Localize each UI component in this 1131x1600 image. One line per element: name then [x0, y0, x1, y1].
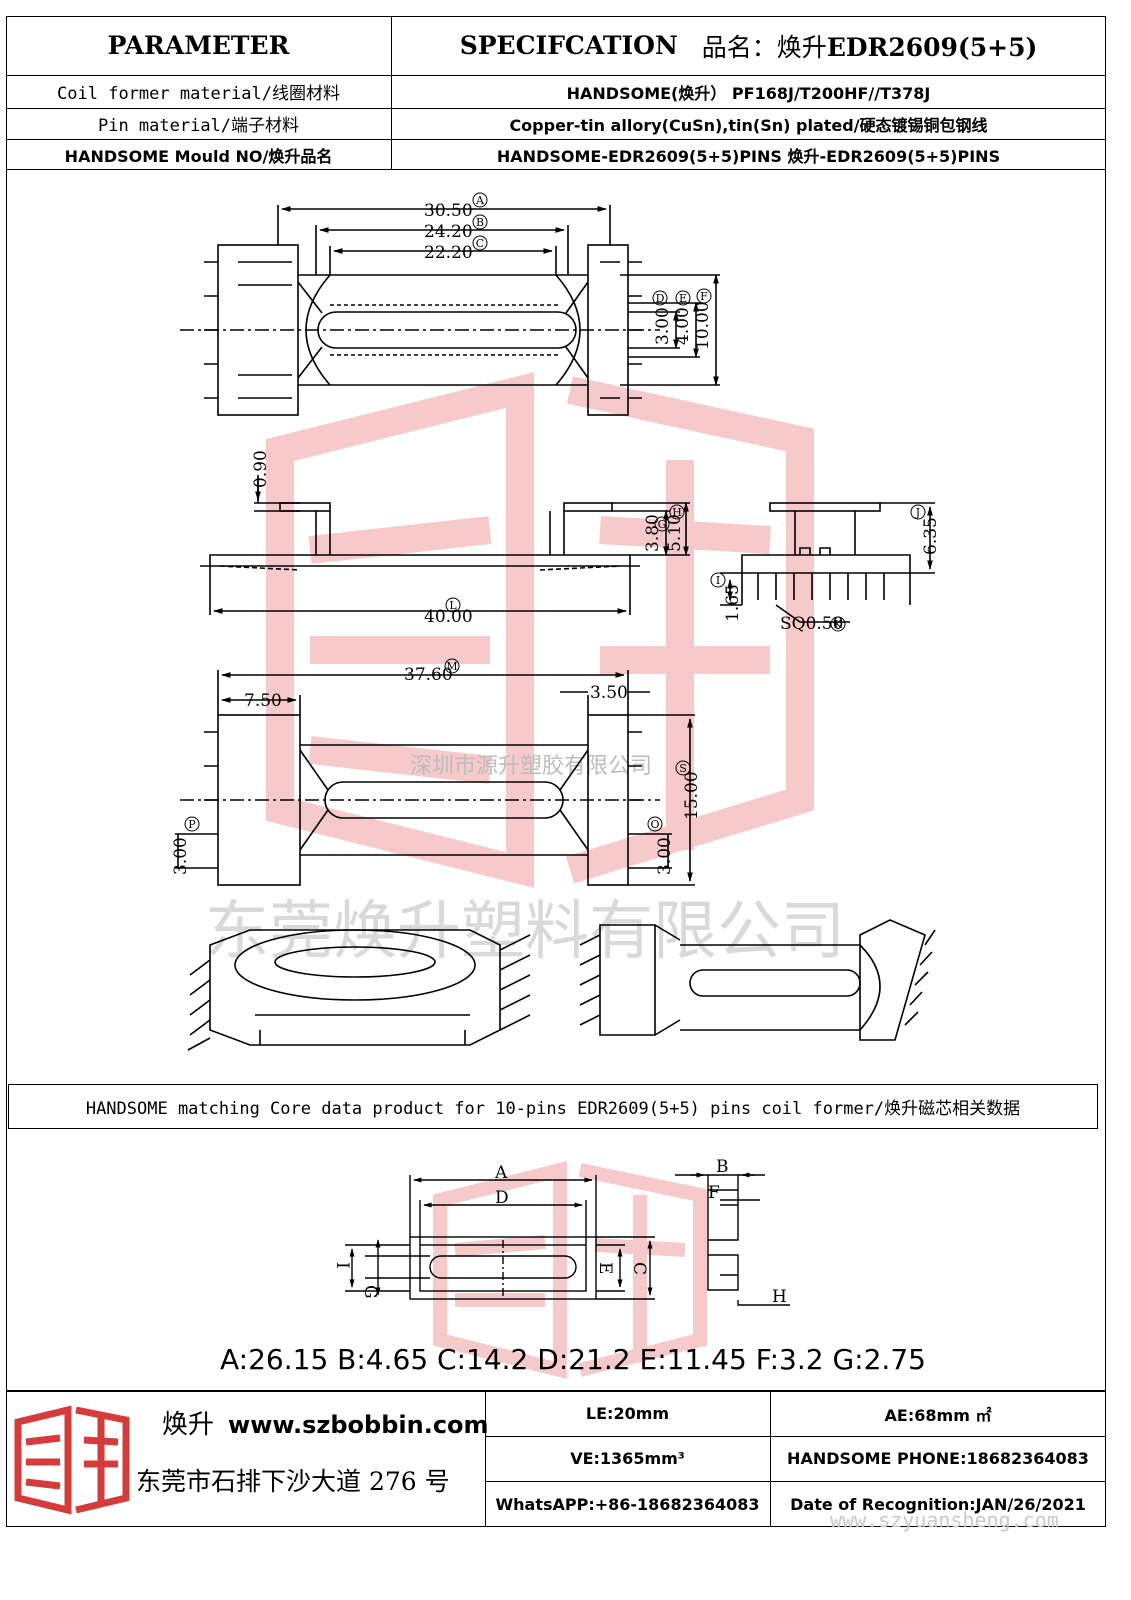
circle-b-label: B [476, 216, 484, 229]
dim-p-value: 3.00 [171, 837, 191, 875]
dim-sq-value: SQ0.50 [780, 614, 843, 634]
dim-s-value: 15.00 [682, 771, 702, 820]
divider [6, 108, 1106, 109]
dim-l-value: 40.00 [424, 607, 473, 627]
dim-a-value: 30.50 [424, 201, 473, 221]
watermark-logo [266, 372, 814, 888]
circle-e-label: E [679, 292, 687, 305]
circle-h-label: H [672, 506, 682, 519]
core-data-title: HANDSOME matching Core data product for … [85, 1099, 1021, 1119]
core-letter-d: D [495, 1188, 509, 1208]
dim-b-value: 24.20 [424, 222, 473, 242]
core-letter-c: C [629, 1262, 649, 1275]
core-values: A:26.15 B:4.65 C:14.2 D:21.2 E:11.45 F:3… [220, 1343, 926, 1376]
circle-d-label: D [656, 292, 665, 305]
dim-h-value: 5.10 [665, 514, 685, 552]
specification-heading: SPECIFCATION 品名：焕升EDR2609(5+5) [391, 16, 1106, 75]
product-name-value: EDR2609(5+5) [826, 32, 1038, 62]
dim-left-width-value: 7.50 [244, 691, 282, 711]
circle-o-label: O [650, 818, 659, 831]
core-letter-b: B [716, 1157, 729, 1177]
dim-f-value: 10.00 [693, 301, 713, 350]
divider [485, 1391, 486, 1527]
date-value: Date of Recognition:JAN/26/2021 [790, 1494, 1086, 1514]
footer-brand: 焕升 www.szbobbin.com [162, 1404, 489, 1441]
circle-i-label: I [716, 574, 720, 587]
phone-value: HANDSOME PHONE:18682364083 [787, 1449, 1089, 1468]
mould-no-label: HANDSOME Mould NO/焕升品名 [64, 146, 333, 166]
circle-c-label: C [476, 237, 484, 250]
divider [485, 1481, 1106, 1482]
circle-l-label: L [449, 599, 457, 612]
dim-o-value: 3.00 [655, 837, 675, 875]
circle-a-label: A [475, 194, 485, 207]
core-drawing: A D B F C E I G H [332, 1157, 790, 1307]
divider [485, 1436, 1106, 1437]
core-letter-g: G [360, 1285, 380, 1299]
dim-flange-value: 0.90 [251, 450, 271, 488]
core-data-title-box [8, 1084, 1098, 1129]
parameter-heading: PARAMETER [107, 31, 290, 60]
dim-right-width-value: 3.50 [590, 683, 628, 703]
dim-e-value: 4.00 [673, 307, 693, 345]
watermark-url: www.szyuansheng.com [830, 1508, 1059, 1532]
circle-f-label: F [700, 290, 708, 303]
divider [770, 1391, 771, 1527]
core-letter-e: E [595, 1262, 615, 1274]
footer-address: 东莞市石排下沙大道 276 号 [136, 1467, 450, 1496]
product-name-label: 品名：焕升 [701, 32, 827, 62]
circle-p-label: P [188, 818, 196, 831]
ve-value: VE:1365mm³ [570, 1449, 685, 1468]
footer-table [6, 1391, 1106, 1527]
circle-k-label: K [834, 618, 843, 631]
coil-material-label: Coil former material/线圈材料 [57, 84, 340, 104]
whatsapp-value: WhatsAPP:+86-18682364083 [495, 1494, 760, 1514]
brand-name: 焕升 [162, 1410, 215, 1440]
coil-material-value: HANDSOME(焕升） PF168J/T200HF//T378J [566, 83, 931, 103]
dim-pin-i-value: 1.65 [723, 584, 743, 622]
website-link[interactable]: www.szbobbin.com [228, 1411, 489, 1439]
ae-value: AE:68mm ㎡ [884, 1405, 992, 1425]
dim-g-value: 3.80 [643, 514, 663, 552]
core-letter-a: A [494, 1163, 508, 1183]
core-letter-h: H [772, 1287, 787, 1307]
company-logo [14, 1405, 130, 1515]
divider [6, 139, 1106, 140]
circle-j-label: J [915, 506, 920, 519]
watermark-company-small: 深圳市源升塑胶有限公司 [410, 754, 653, 779]
circle-s-label: S [679, 762, 687, 775]
core-letter-f: F [708, 1183, 720, 1203]
spec-label: SPECIFCATION [459, 31, 678, 60]
core-letter-i: I [332, 1262, 352, 1269]
bobbin-drawing: 30.50 24.20 22.20 40.00 37.60 7.50 3.50 … [171, 192, 941, 1051]
divider [6, 75, 1106, 76]
drawing-frame [6, 169, 1106, 1391]
circle-m-label: M [446, 660, 457, 673]
dim-m-value: 37.60 [404, 665, 453, 685]
circle-g-label: G [658, 518, 667, 531]
mould-no-value: HANDSOME-EDR2609(5+5)PINS 焕升-EDR2609(5+5… [496, 146, 1001, 166]
product-name: 品名：焕升EDR2609(5+5) [702, 28, 1038, 64]
dim-d-value: 3.00 [653, 307, 673, 345]
divider [391, 16, 392, 170]
dim-c-value: 22.20 [424, 243, 473, 263]
le-value: LE:20mm [585, 1404, 670, 1423]
pin-material-value: Copper-tin allory(CuSn),tin(Sn) plated/硬… [509, 115, 988, 135]
pin-material-label: Pin material/端子材料 [97, 116, 300, 136]
dim-pin-height-value: 6.35 [921, 517, 941, 555]
